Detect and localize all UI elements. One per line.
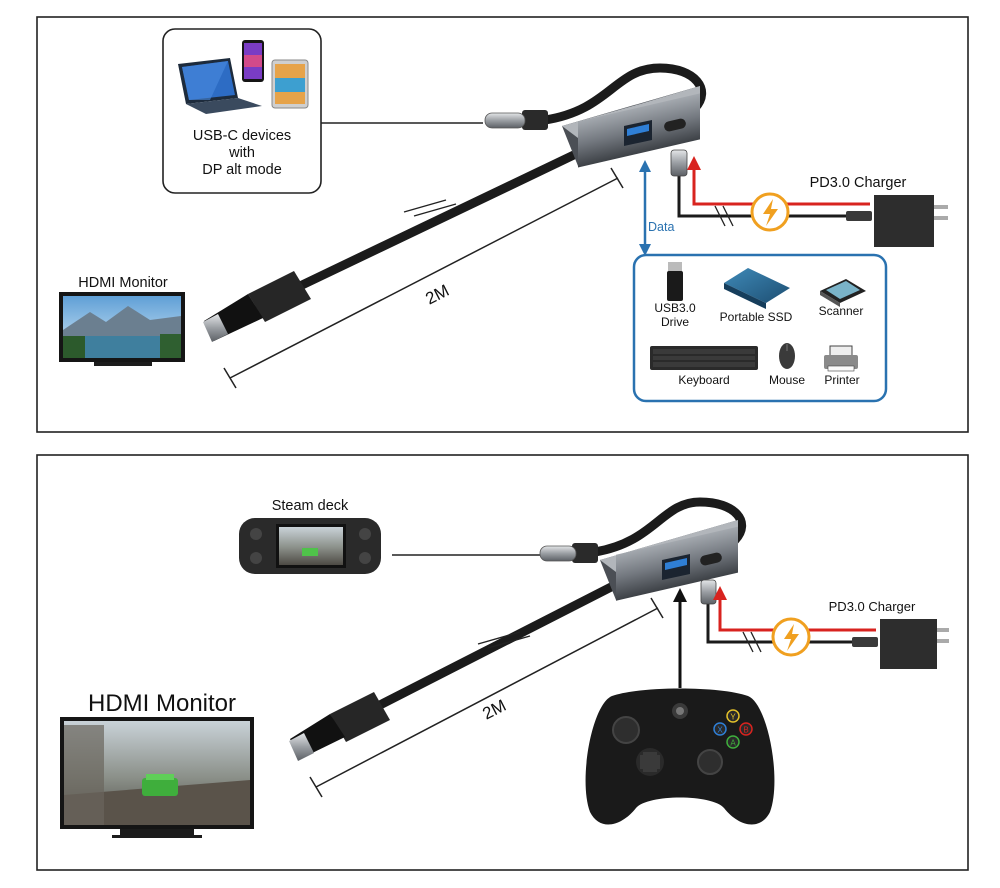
scanner-label: Scanner: [819, 304, 864, 318]
gamepad-button-y-label: Y: [730, 713, 736, 722]
usb-drive-label-line-1: USB3.0: [654, 301, 696, 315]
power-flow-arrow-2: [713, 586, 876, 632]
devices-label-line-1: USB-C devices: [193, 128, 291, 144]
pd-charger-icon: [874, 195, 948, 247]
gamepad-button-x: [713, 722, 727, 736]
gamepad-button-y: [726, 709, 740, 723]
keyboard-icon: [650, 346, 758, 370]
pd-charger-icon-2: [880, 619, 949, 669]
portable-ssd-icon: [724, 268, 790, 309]
usb-hub-2: [600, 520, 738, 601]
hdmi-plug: [203, 271, 311, 342]
cable-break-mark-2: [477, 621, 531, 649]
mouse-icon: [779, 343, 795, 369]
laptop-icon: [178, 58, 262, 114]
scanner-icon: [820, 279, 866, 307]
svg-text:USB3.0: USB3.0: [654, 301, 696, 315]
usb-c-plug: [484, 110, 548, 130]
usb-drive-label-line-2: Drive: [661, 315, 689, 329]
gamepad-arrow: [673, 588, 687, 688]
length-dimension-line: [223, 167, 624, 389]
power-flow-arrow: [687, 156, 870, 206]
steam-deck-icon: [239, 518, 381, 574]
svg-text:with: with: [228, 145, 255, 161]
keyboard-label: Keyboard: [678, 373, 729, 387]
gamepad-button-a: [726, 735, 740, 749]
hdmi-cable: [295, 147, 585, 291]
usb-hub: [562, 86, 700, 168]
lightning-icon: [750, 192, 790, 232]
length-dimension-line-2: [309, 597, 664, 798]
usb-c-cable-2: [590, 497, 747, 557]
printer-icon: [824, 345, 858, 372]
devices-label-line-3: DP alt mode: [202, 162, 282, 178]
hdmi-monitor-label: HDMI Monitor: [78, 275, 168, 291]
hdmi-monitor-icon-2: [60, 717, 254, 838]
data-label: Data: [648, 220, 674, 234]
gamepad-button-a-label: A: [730, 739, 736, 748]
hdmi-monitor-label-2: HDMI Monitor: [88, 690, 236, 717]
pd-charger-label: PD3.0 Charger: [810, 175, 907, 191]
portable-ssd-label: Portable SSD: [720, 310, 793, 324]
printer-label: Printer: [824, 373, 859, 387]
lightning-icon-2: [771, 617, 811, 657]
usb-drive-icon: [667, 262, 683, 301]
charging-cable: [670, 149, 872, 227]
usb-c-plug-2: [539, 543, 598, 563]
hdmi-monitor-icon: [59, 292, 185, 366]
gamepad-button-b-label: B: [743, 726, 748, 735]
charging-cable-2: [700, 579, 878, 653]
usb-c-cable: [540, 63, 707, 125]
pd-charger-label-2: PD3.0 Charger: [829, 599, 916, 614]
hdmi-plug-2: [289, 692, 390, 761]
gamepad-button-x-label: X: [717, 726, 723, 735]
gamepad-label: Gamepad: [647, 805, 713, 822]
gamepad-button-b: [739, 722, 753, 736]
cable-break-mark: [403, 190, 457, 217]
svg-text:Drive: Drive: [661, 315, 689, 329]
phone-icon: [242, 40, 264, 82]
data-arrow: [639, 160, 651, 256]
tablet-icon: [271, 59, 309, 109]
steam-deck-label: Steam deck: [272, 498, 349, 514]
devices-label-line-2: with: [228, 145, 255, 161]
svg-text:DP alt mode: DP alt mode: [202, 162, 282, 178]
gamepad-icon: [585, 688, 775, 825]
svg-text:USB-C devices: USB-C devices: [193, 128, 291, 144]
mouse-label: Mouse: [769, 373, 805, 387]
usb-c-devices-group: USB-C devices with DP alt mode: [162, 28, 322, 194]
